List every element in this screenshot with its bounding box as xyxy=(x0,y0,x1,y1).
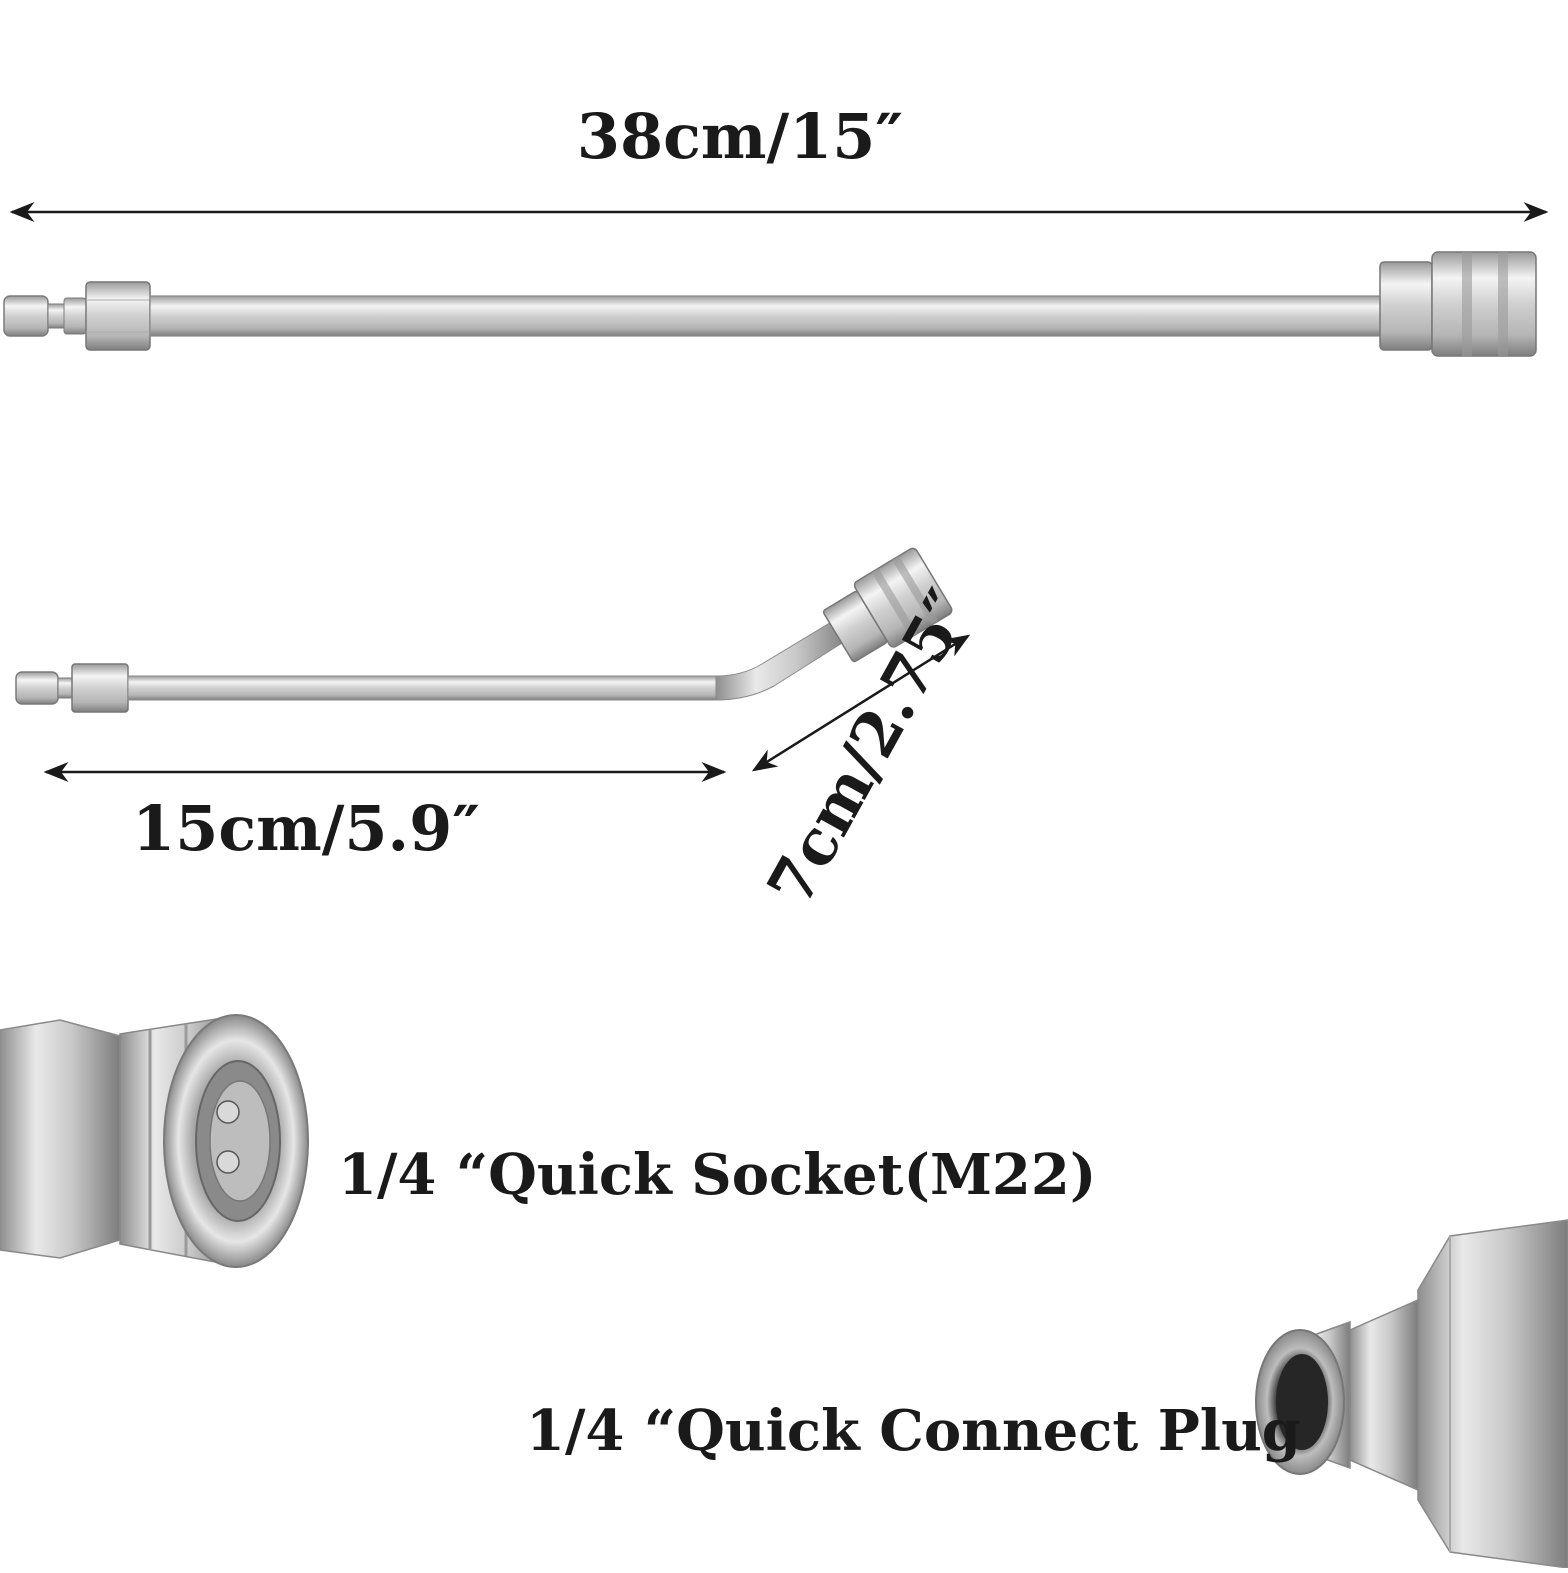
long-wand-plug-collar xyxy=(63,297,87,335)
short-wand-bent-arrow xyxy=(751,634,971,772)
quick-plug-neck xyxy=(1349,1298,1419,1492)
long-wand-dimension: 38cm/15″ xyxy=(9,100,1549,222)
long-wand-socket-hex xyxy=(1379,261,1433,351)
long-wand-plug-tip xyxy=(3,295,49,337)
long-wand-hex-nut xyxy=(85,281,151,351)
quick-socket-closeup: 1/4 “Quick Socket(M22) xyxy=(0,1014,1096,1268)
quick-plug-hex-nut xyxy=(1417,1219,1568,1569)
quick-socket-label: 1/4 “Quick Socket(M22) xyxy=(338,1142,1096,1208)
short-wand xyxy=(15,547,953,713)
short-wand-plug-tip xyxy=(15,671,59,705)
quick-socket-hex-body xyxy=(0,1019,121,1259)
long-wand-plug-groove xyxy=(47,303,65,329)
short-wand-straight-length-label: 15cm/5.9″ xyxy=(132,792,480,865)
quick-socket-ball xyxy=(216,1150,240,1174)
short-wand-bent-tube xyxy=(715,617,851,701)
long-wand-socket-body xyxy=(1431,251,1537,357)
short-wand-straight-tube xyxy=(127,675,719,701)
long-wand-length-label: 38cm/15″ xyxy=(577,100,903,173)
quick-socket-ball xyxy=(216,1100,240,1124)
quick-plug-label: 1/4 “Quick Connect Plug xyxy=(526,1398,1301,1464)
short-wand-straight-dimension: 15cm/5.9″ xyxy=(43,762,727,865)
long-wand xyxy=(3,251,1537,357)
quick-plug-closeup: 1/4 “Quick Connect Plug xyxy=(526,1219,1568,1569)
long-wand-tube xyxy=(149,295,1383,337)
short-wand-hex-nut xyxy=(71,663,129,713)
